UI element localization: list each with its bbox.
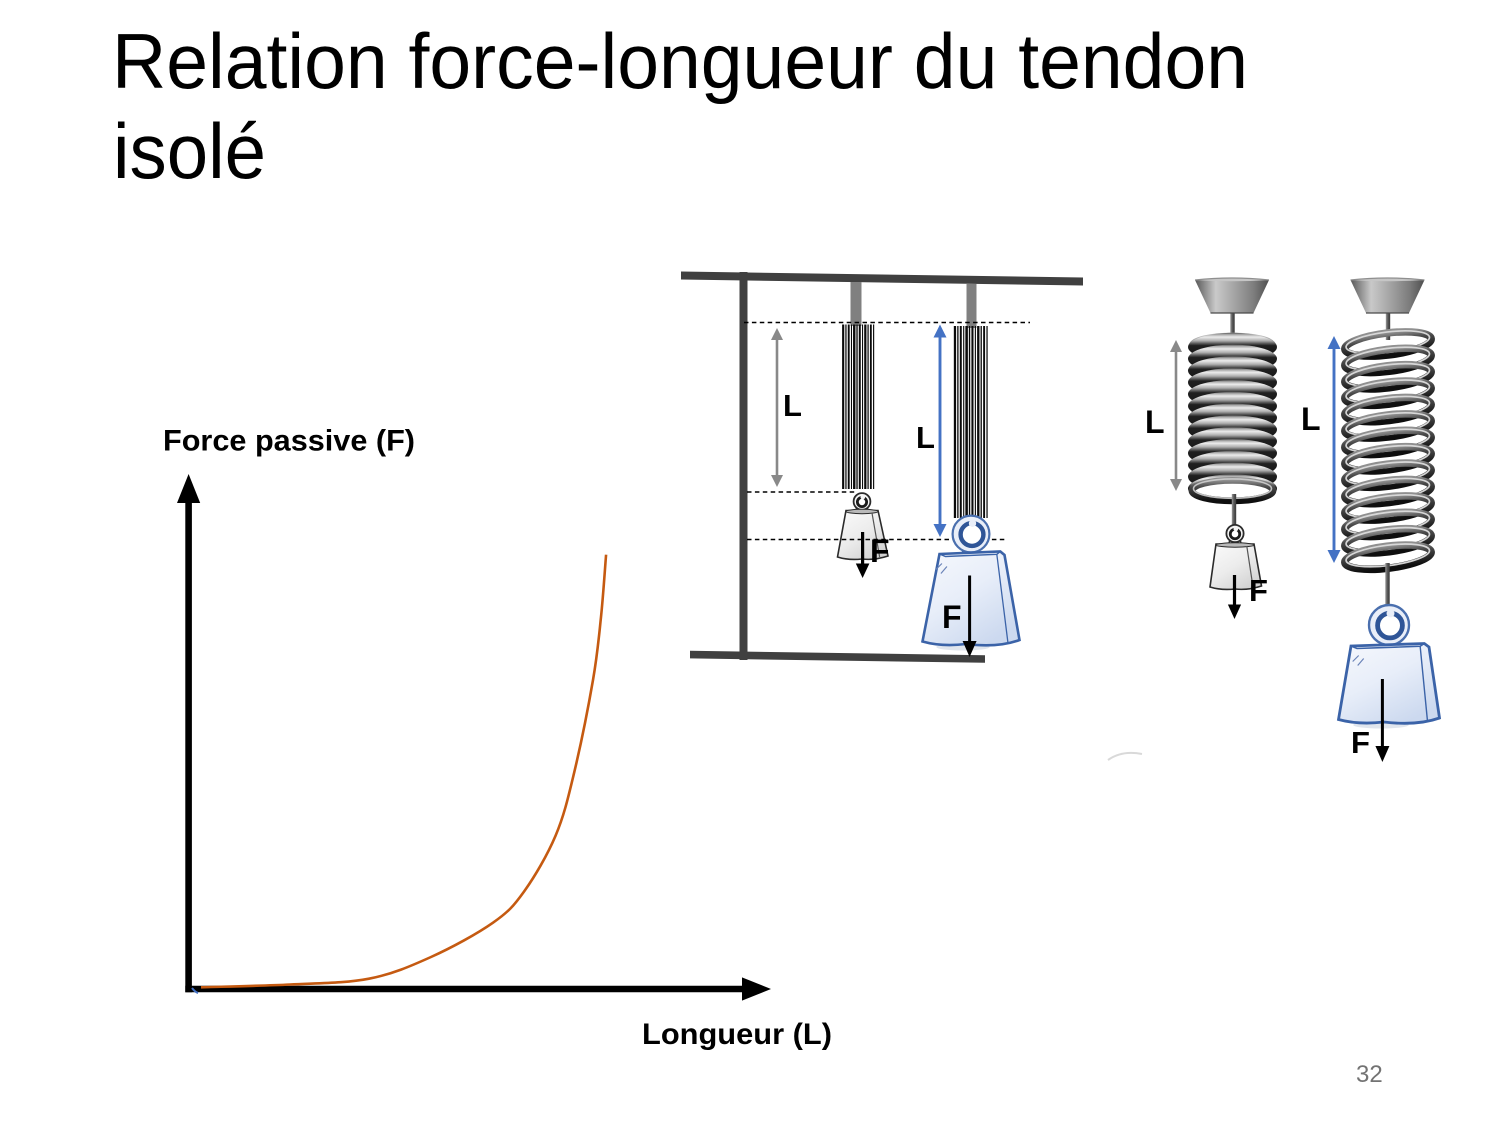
svg-text:L: L	[1301, 401, 1321, 437]
svg-text:Force passive (F): Force passive (F)	[163, 425, 415, 458]
svg-text:Longueur (L): Longueur (L)	[642, 1018, 832, 1051]
svg-text:L: L	[916, 420, 935, 455]
svg-text:F: F	[1351, 725, 1370, 760]
svg-text:L: L	[1145, 404, 1165, 440]
svg-text:L: L	[783, 388, 802, 423]
svg-text:F: F	[870, 533, 890, 569]
svg-text:Relation force-longueur du ten: Relation force-longueur du tendon	[112, 17, 1248, 105]
svg-text:isolé: isolé	[113, 107, 266, 195]
svg-text:F: F	[942, 599, 962, 635]
svg-text:32: 32	[1356, 1061, 1383, 1088]
svg-text:F: F	[1249, 573, 1268, 608]
